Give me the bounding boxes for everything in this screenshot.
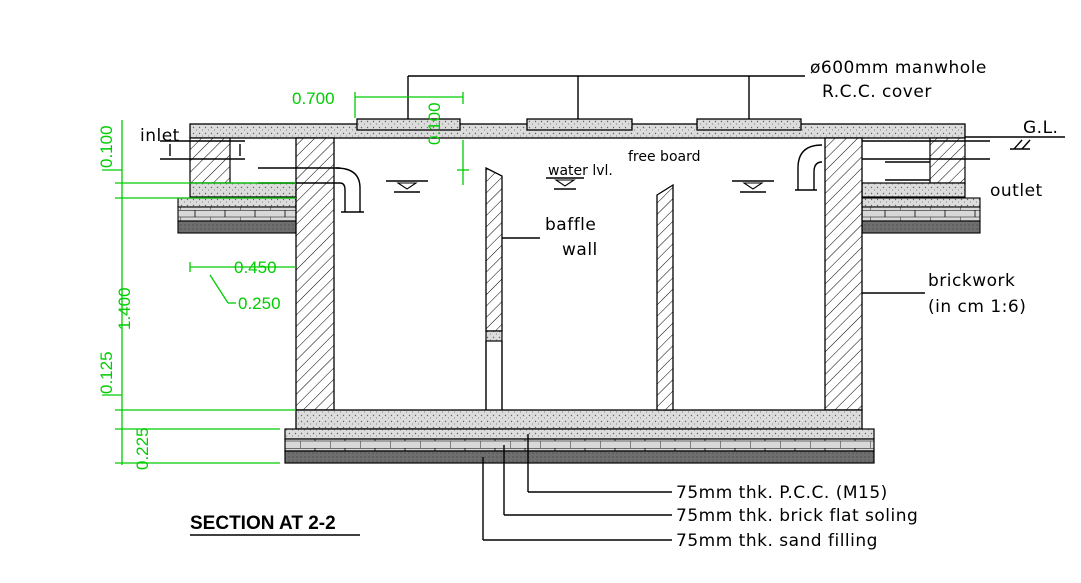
sand-filling-layer xyxy=(284,450,875,464)
pcc-layer xyxy=(284,428,875,440)
water-level-symbols xyxy=(386,177,774,193)
pcc-label: 75mm thk. P.C.C. (M15) xyxy=(676,483,888,503)
outlet-label: outlet xyxy=(990,181,1043,201)
manhole-cover-2 xyxy=(526,118,633,131)
right-footing-top xyxy=(861,197,981,208)
baffle-label-line1: baffle xyxy=(545,215,596,235)
inlet-chamber-wall xyxy=(189,137,231,184)
brick-soling-layer xyxy=(284,438,875,452)
left-wall xyxy=(295,137,335,411)
baffle-wall-left xyxy=(485,166,503,332)
dimension-values: 0.700 0.100 0.100 0.450 0.250 1.400 0.12… xyxy=(97,89,444,470)
outlet-pipe xyxy=(795,140,990,191)
water-level-label: water lvl. xyxy=(548,163,613,179)
manhole-cover-3 xyxy=(696,118,802,131)
leader-lines xyxy=(407,75,925,541)
brickwork-label-line1: brickwork xyxy=(928,271,1015,291)
baffle-wall-right xyxy=(656,183,674,411)
dim-base-thickness: 0.225 xyxy=(133,427,152,470)
free-board-label: free board xyxy=(628,149,700,165)
baffle-wall-left-base xyxy=(485,330,503,342)
manhole-label-line1: ø600mm manwhole xyxy=(810,58,987,78)
ground-level-label: G.L. xyxy=(1023,118,1058,138)
floor-slab xyxy=(295,409,863,430)
dim-free-board: 0.100 xyxy=(425,102,444,145)
left-footing-top xyxy=(177,197,297,208)
dim-tank-depth: 1.400 xyxy=(115,287,134,330)
inlet-chamber-base xyxy=(189,182,299,198)
outlet-chamber-base xyxy=(861,182,966,198)
labels: ø600mm manwhole R.C.C. cover G.L. inlet … xyxy=(140,58,1058,551)
manhole-cover-1 xyxy=(356,118,461,131)
right-footing-sand xyxy=(861,220,981,234)
right-wall xyxy=(824,137,863,411)
right-footing-brick xyxy=(861,206,981,222)
dimension-lines xyxy=(102,92,469,465)
left-footing-sand xyxy=(177,220,297,234)
outlet-chamber-wall xyxy=(929,137,966,184)
manhole-label-line2: R.C.C. cover xyxy=(822,82,932,102)
left-footing-brick xyxy=(177,206,297,222)
soling-label: 75mm thk. brick flat soling xyxy=(676,506,918,526)
brickwork-label-line2: (in cm 1:6) xyxy=(928,297,1026,317)
tank-structure xyxy=(177,118,981,464)
dim-floor-thickness: 0.125 xyxy=(97,351,116,394)
dim-cover-offset: 0.700 xyxy=(292,89,335,108)
section-title: SECTION AT 2-2 xyxy=(190,513,336,534)
dim-wall-thickness: 0.450 xyxy=(234,258,277,277)
dim-inner-offset: 0.250 xyxy=(238,294,281,313)
dim-slab-thickness: 0.100 xyxy=(97,125,116,168)
inlet-label: inlet xyxy=(140,126,180,146)
ground-level-line xyxy=(965,136,1065,150)
sand-label: 75mm thk. sand filling xyxy=(676,531,878,551)
baffle-label-line2: wall xyxy=(562,240,598,260)
